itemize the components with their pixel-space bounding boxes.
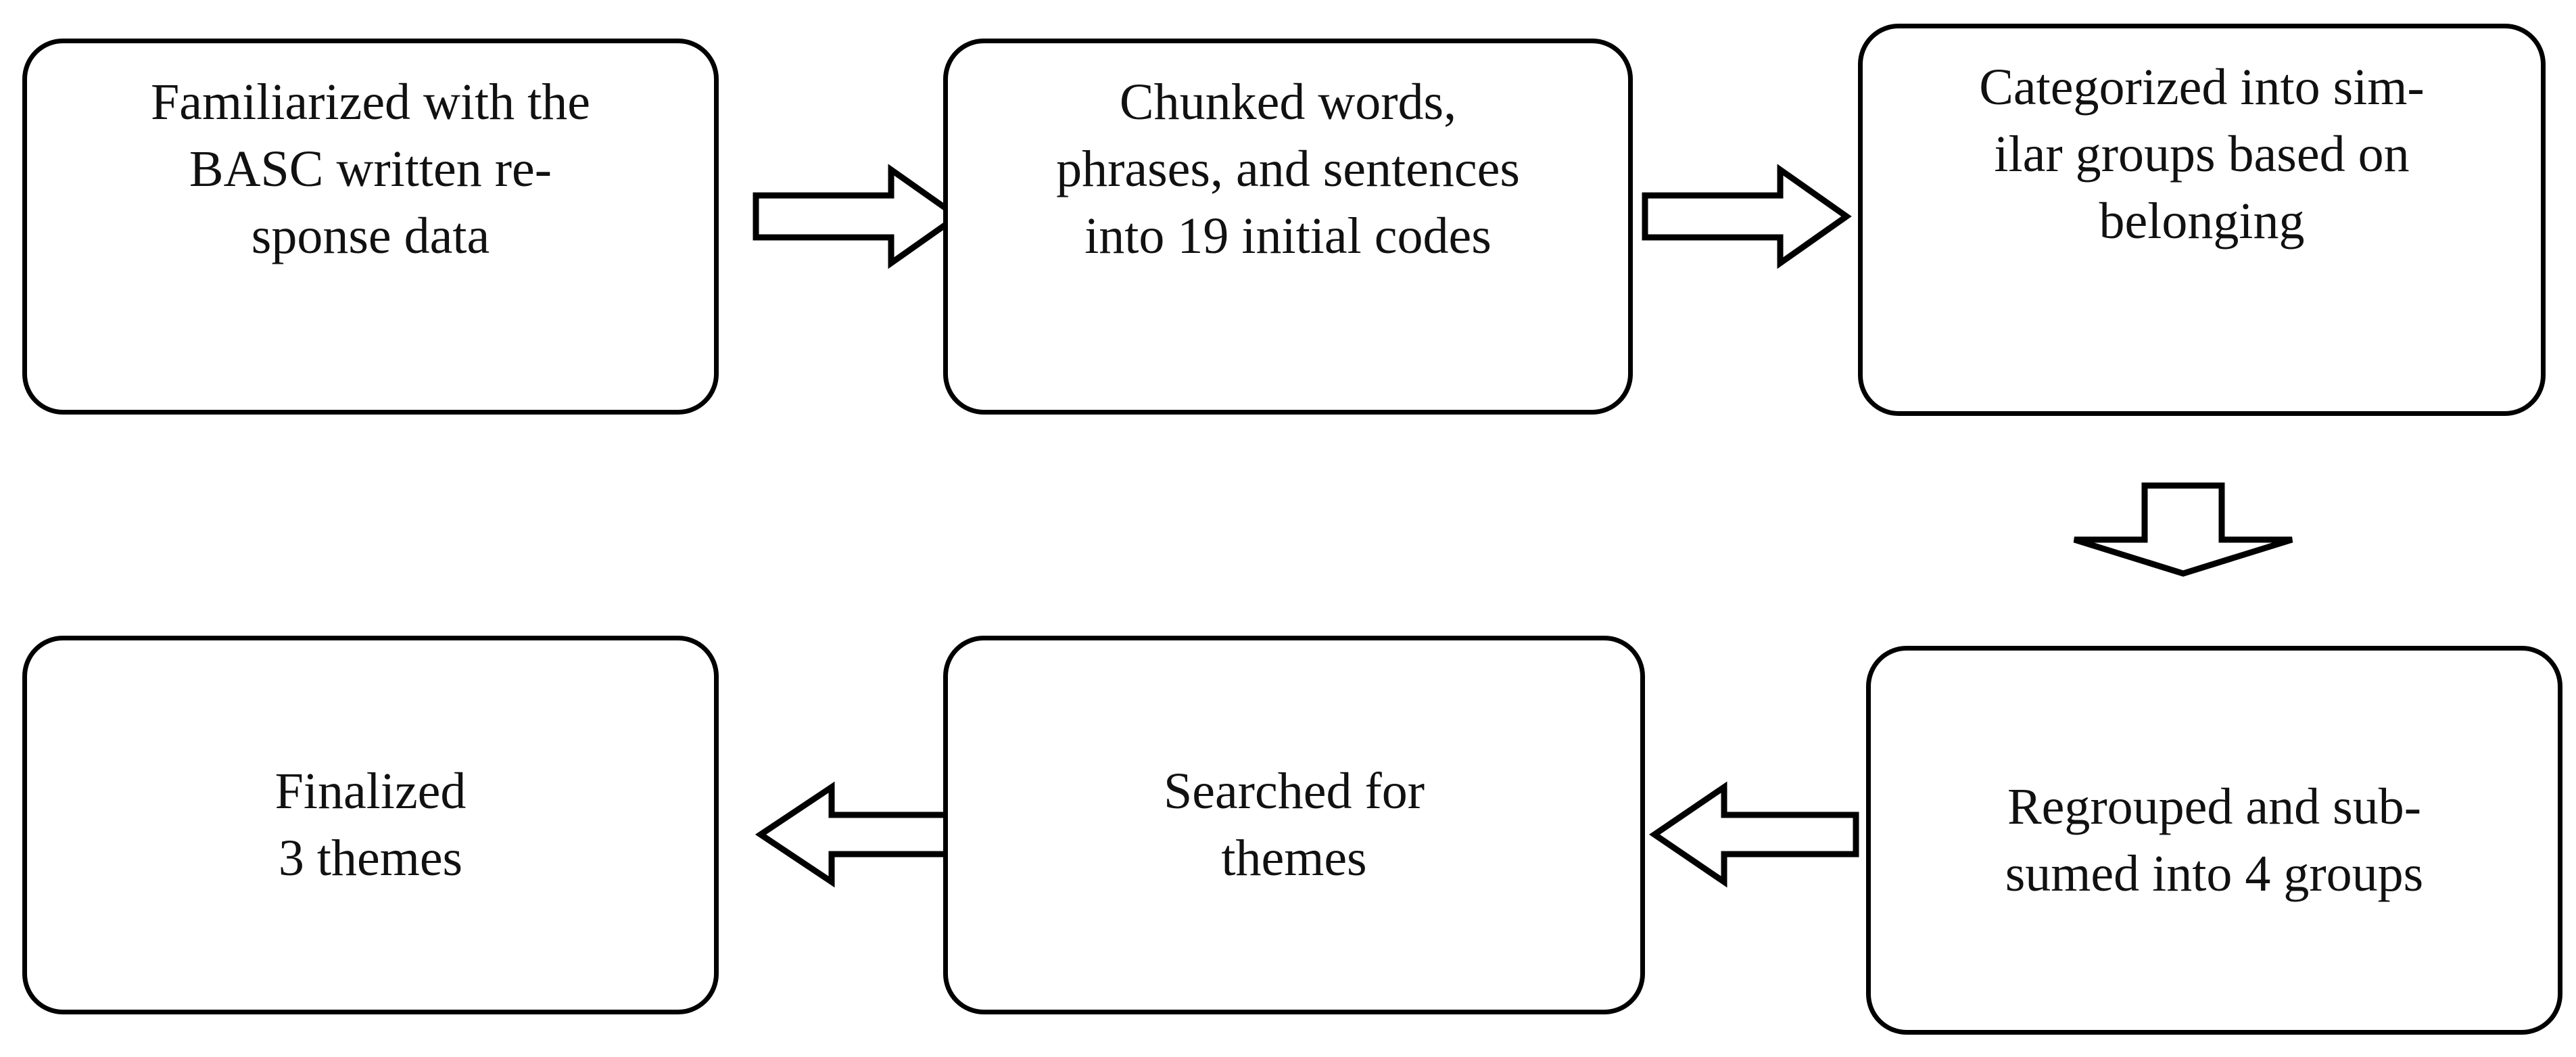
chunked-box-label: Chunked words, phrases, and sentences in… — [1056, 74, 1520, 264]
regrouped-box-label: Regrouped and sub- sumed into 4 groups — [2005, 778, 2424, 902]
searched-box[interactable]: Searched for themes — [943, 636, 1645, 1014]
familiarized-box[interactable]: Familiarized with the BASC written re- s… — [22, 39, 719, 415]
arrow-down-categorized-to-regrouped — [2071, 482, 2295, 577]
searched-box-label: Searched for themes — [1163, 763, 1425, 887]
arrow-right-familiarized-to-chunked — [753, 164, 963, 269]
categorized-box[interactable]: Categorized into sim- ilar groups based … — [1858, 24, 2546, 416]
arrow-right-chunked-to-categorized — [1642, 164, 1852, 269]
arrow-left-searched-to-finalized — [1648, 781, 1859, 888]
categorized-box-label: Categorized into sim- ilar groups based … — [1979, 59, 2425, 250]
chunked-box[interactable]: Chunked words, phrases, and sentences in… — [943, 39, 1633, 415]
finalized-box-label: Finalized 3 themes — [275, 763, 467, 887]
regrouped-box[interactable]: Regrouped and sub- sumed into 4 groups — [1866, 646, 2562, 1035]
familiarized-box-label: Familiarized with the BASC written re- s… — [150, 74, 591, 264]
finalized-box[interactable]: Finalized 3 themes — [22, 636, 719, 1014]
arrow-left-regrouped-to-searched — [755, 781, 970, 888]
